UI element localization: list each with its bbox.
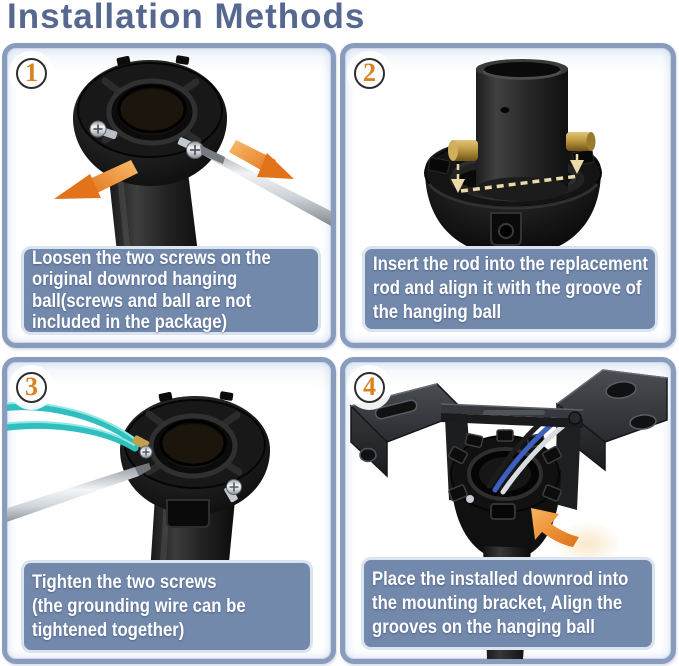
step-2-number: 2: [354, 58, 385, 89]
step-3-panel: 3 Tighten the two screws (the grounding …: [2, 357, 336, 664]
step-4-photo: [349, 369, 668, 659]
step-1-caption-text: Loosen the two screws on the original do…: [32, 248, 271, 333]
guide-arrow-down-left-icon: [451, 179, 465, 193]
bracket-right-side: [555, 416, 581, 510]
replacement-rod: [476, 59, 568, 201]
step-3-caption: Tighten the two screws (the grounding wi…: [21, 560, 313, 653]
step-4-number: 4: [354, 372, 385, 403]
brass-pin: [448, 132, 596, 161]
step-4-caption-text: Place the installed downrod into the mou…: [372, 568, 629, 638]
step-2-photo: [424, 59, 602, 256]
step-1-number: 1: [16, 58, 47, 89]
wire-terminal: [132, 435, 153, 459]
grounding-wire: [7, 402, 142, 452]
step-1-caption: Loosen the two screws on the original do…: [21, 246, 321, 335]
step-2-caption-text: Insert the rod into the replacement rod …: [373, 254, 648, 323]
step-4-panel: 4 Place the installed downrod into the m…: [340, 357, 676, 664]
step-2-caption: Insert the rod into the replacement rod …: [362, 246, 658, 332]
step-1-photo: [54, 55, 331, 310]
step-1-number-text: 1: [25, 57, 38, 87]
step-2-panel: 2 Insert the rod into the replacement ro…: [340, 43, 676, 348]
alignment-guides: [456, 154, 580, 193]
step-2-number-text: 2: [363, 57, 376, 87]
step-4-number-text: 4: [363, 371, 376, 401]
right-screw: [224, 479, 242, 503]
step-1-panel: 1 Loosen the two screws on the original …: [2, 43, 336, 348]
screwdriver: [7, 463, 151, 522]
arrow-left-icon: [54, 160, 138, 199]
screwdriver: [200, 145, 331, 226]
bracket-rail: [440, 403, 584, 428]
arrow-right-icon: [229, 140, 294, 179]
step-3-number-text: 3: [25, 371, 38, 401]
guide-arrow-down-right-icon: [570, 160, 584, 174]
arrow-up-left-icon: [531, 508, 579, 547]
step-4-caption: Place the installed downrod into the mou…: [361, 557, 655, 650]
step-3-number: 3: [16, 372, 47, 403]
left-screw: [89, 120, 118, 140]
page-title: Installation Methods: [7, 0, 366, 36]
step-3-caption-text: Tighten the two screws (the grounding wi…: [32, 571, 246, 641]
